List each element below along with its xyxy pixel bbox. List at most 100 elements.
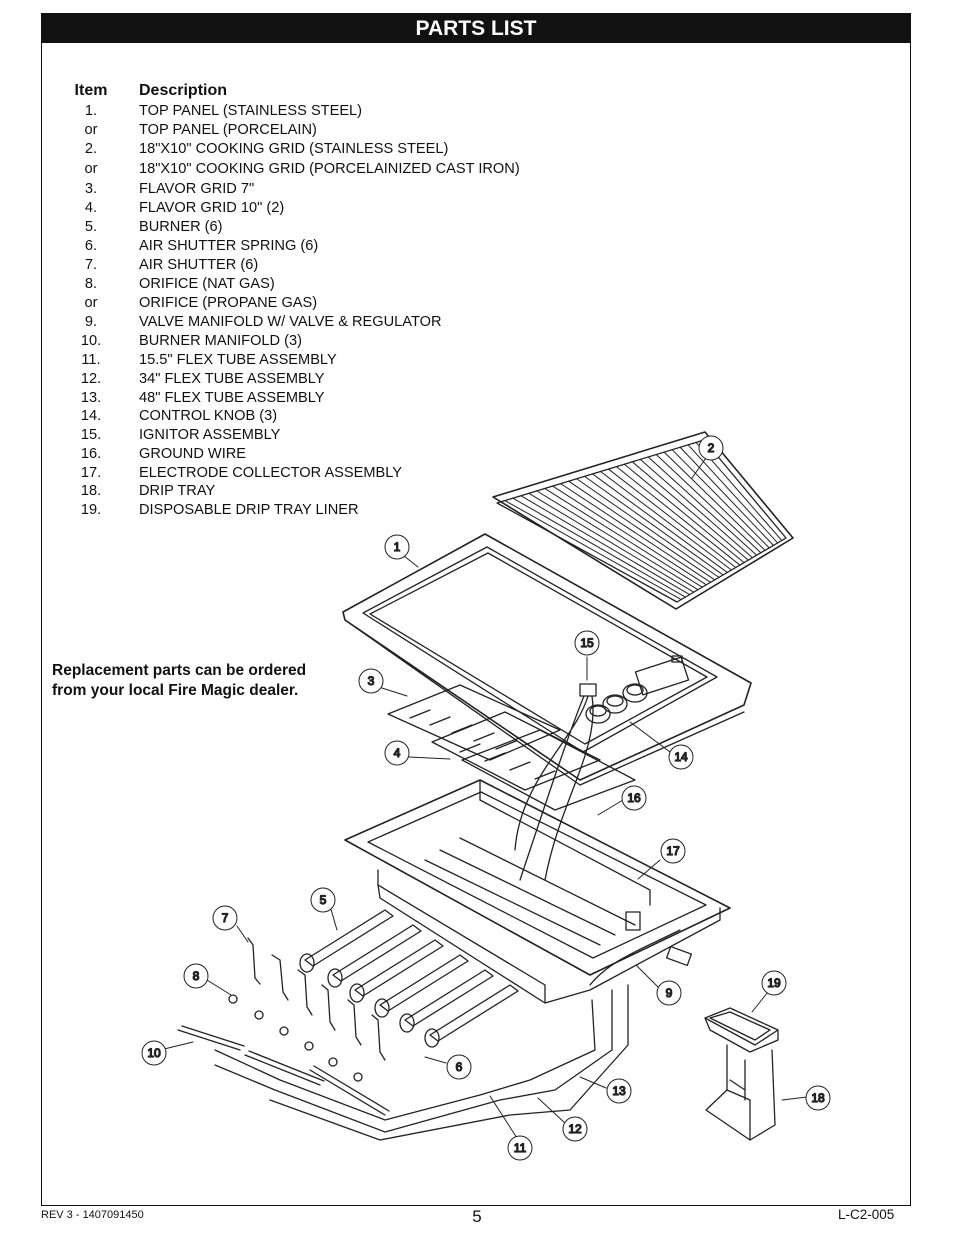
item-description: ELECTRODE COLLECTOR ASSEMBLY <box>139 465 403 481</box>
callout-number: 19 <box>767 976 781 990</box>
page-number: 5 <box>472 1207 482 1226</box>
callout-number: 4 <box>394 746 401 760</box>
callout-number: 6 <box>456 1060 463 1074</box>
callout-number: 15 <box>580 636 594 650</box>
item-number: 19. <box>80 502 102 518</box>
burners-illustration <box>299 909 519 1048</box>
item-number: 2. <box>84 141 98 157</box>
item-number: 10. <box>80 333 102 349</box>
callout-8: 8 <box>183 963 209 989</box>
item-number: 9. <box>84 314 98 330</box>
callout-7: 7 <box>212 905 238 931</box>
flex-tubes-illustration <box>214 984 629 1141</box>
page-frame: PARTS LIST Item Description 1. TOP PANEL (S… <box>41 13 911 1206</box>
callout-12: 12 <box>562 1116 588 1142</box>
item-number: 16. <box>80 446 102 462</box>
flavor-grids-illustration <box>387 684 636 811</box>
item-description: IGNITOR ASSEMBLY <box>139 427 281 443</box>
callout-19: 19 <box>761 970 787 996</box>
item-description: DRIP TRAY <box>139 483 216 499</box>
item-description: 48" FLEX TUBE ASSEMBLY <box>139 390 325 406</box>
callout-2: 2 <box>698 435 724 461</box>
item-description: DISPOSABLE DRIP TRAY LINER <box>139 502 359 518</box>
callout-5: 5 <box>310 887 336 913</box>
item-number: 18. <box>80 483 102 499</box>
header-description: Description <box>139 82 228 99</box>
drip-tray-illustration <box>704 1007 779 1141</box>
item-description: 18"X10" COOKING GRID (STAINLESS STEEL) <box>139 141 449 157</box>
item-description: 18"X10" COOKING GRID (PORCELAINIZED CAST… <box>139 161 520 177</box>
callout-number: 18 <box>811 1091 825 1105</box>
callout-14: 14 <box>668 744 694 770</box>
note-line-1: Replacement parts can be ordered <box>52 662 307 679</box>
item-description: FLAVOR GRID 10" (2) <box>139 200 285 216</box>
item-description: TOP PANEL (STAINLESS STEEL) <box>139 103 363 119</box>
item-description: 15.5" FLEX TUBE ASSEMBLY <box>139 352 337 368</box>
callout-number: 13 <box>612 1084 626 1098</box>
item-number: 3. <box>84 181 98 197</box>
item-number: 5. <box>84 219 98 235</box>
item-description: 34" FLEX TUBE ASSEMBLY <box>139 371 325 387</box>
air-shutters-illustration <box>228 937 386 1082</box>
item-description: TOP PANEL (PORCELAIN) <box>139 122 317 138</box>
revision-label: REV 3 - 1407091450 <box>41 1209 144 1221</box>
item-number: or <box>84 161 98 177</box>
callout-number: 2 <box>708 441 715 455</box>
callout-number: 7 <box>222 911 229 925</box>
item-description: BURNER (6) <box>139 219 223 235</box>
item-description: GROUND WIRE <box>139 446 247 462</box>
callout-13: 13 <box>606 1078 632 1104</box>
item-description: BURNER MANIFOLD (3) <box>139 333 302 349</box>
callout-15: 15 <box>574 630 600 656</box>
callout-4: 4 <box>384 740 410 766</box>
callout-number: 10 <box>147 1046 161 1060</box>
item-description: AIR SHUTTER (6) <box>139 257 259 273</box>
replacement-note: Replacement parts can be ordered from yo… <box>52 661 306 701</box>
item-number: 17. <box>80 465 102 481</box>
item-description: VALVE MANIFOLD W/ VALVE & REGULATOR <box>139 314 442 330</box>
callout-17: 17 <box>660 838 686 864</box>
burner-manifolds-illustration <box>177 1025 390 1116</box>
firebox-illustration <box>344 779 731 1004</box>
item-number: 14. <box>80 408 102 424</box>
callout-1: 1 <box>384 534 410 560</box>
callout-number: 11 <box>514 1141 527 1155</box>
note-line-2: from your local Fire Magic dealer. <box>52 682 299 699</box>
callout-number: 16 <box>627 791 641 805</box>
item-description: FLAVOR GRID 7" <box>139 181 255 197</box>
callout-10: 10 <box>141 1040 167 1066</box>
callout-number: 5 <box>320 893 327 907</box>
item-number: 1. <box>84 103 98 119</box>
item-number: 7. <box>84 257 98 273</box>
item-number: or <box>84 122 98 138</box>
callout-number: 17 <box>666 844 680 858</box>
item-number: 11. <box>81 352 101 368</box>
callout-6: 6 <box>446 1054 472 1080</box>
item-number: 8. <box>84 276 98 292</box>
document-code: L-C2-005 <box>838 1207 895 1222</box>
item-number: 6. <box>84 238 98 254</box>
callout-number: 14 <box>674 750 688 764</box>
item-description: ORIFICE (NAT GAS) <box>139 276 275 292</box>
item-number: 12. <box>80 371 102 387</box>
callout-18: 18 <box>805 1085 831 1111</box>
callout-3: 3 <box>358 668 384 694</box>
callout-number: 1 <box>394 540 401 554</box>
item-number: 13. <box>80 390 102 406</box>
item-number: 4. <box>84 200 98 216</box>
callout-11: 11 <box>507 1135 533 1161</box>
item-description: CONTROL KNOB (3) <box>139 408 278 424</box>
item-description: AIR SHUTTER SPRING (6) <box>139 238 319 254</box>
item-number: 15. <box>80 427 102 443</box>
callout-number: 3 <box>368 674 375 688</box>
page-title: PARTS LIST <box>42 14 910 43</box>
cooking-grid-illustration <box>492 431 794 610</box>
callout-9: 9 <box>656 980 682 1006</box>
header-item: Item <box>74 82 108 99</box>
control-knobs-illustration <box>514 683 648 881</box>
callout-16: 16 <box>621 785 647 811</box>
callout-number: 9 <box>666 986 673 1000</box>
callout-number: 12 <box>568 1122 582 1136</box>
